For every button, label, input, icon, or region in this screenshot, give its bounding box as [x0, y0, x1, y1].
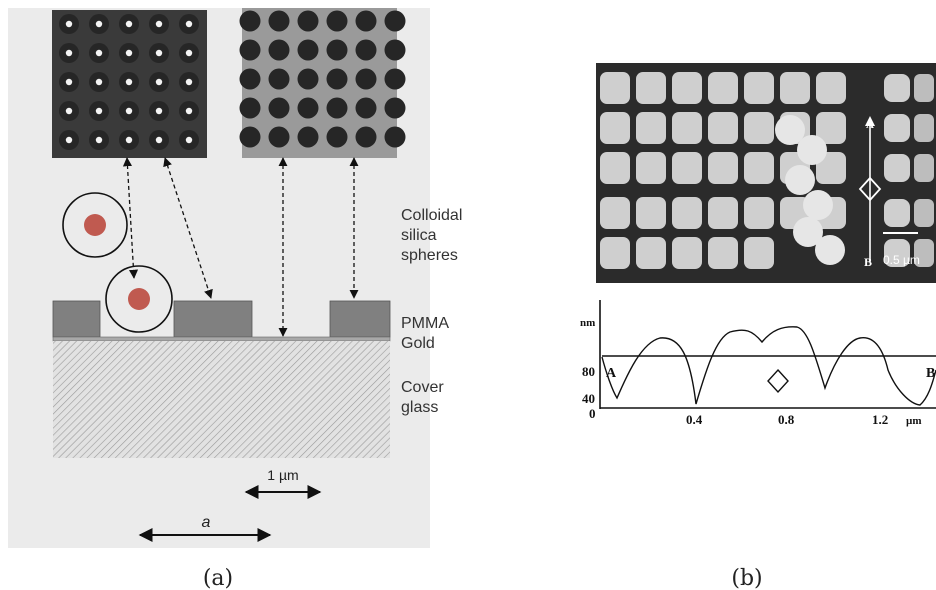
pmma-block-3: [329, 300, 391, 338]
caption-b: (b): [731, 566, 762, 590]
label-cover: Cover: [401, 379, 444, 396]
profile-y-unit: nm: [580, 317, 595, 329]
silica-sphere-2: [105, 265, 173, 333]
height-profile: nm 80 40 0 A B 0.4 0.8 1.2 µm: [580, 300, 936, 427]
profile-curve: [601, 326, 936, 406]
caption-a: (a): [203, 566, 233, 590]
pmma-block-1: [52, 300, 101, 338]
arrow-dot-to-pmma: [163, 157, 213, 299]
profile-label-a: A: [606, 366, 617, 381]
label-silica: silica: [401, 227, 437, 244]
profile-y-tick-0: 0: [589, 406, 596, 421]
sem-scale-label: 0.5 µm: [883, 253, 920, 267]
label-pmma: PMMA: [401, 315, 449, 332]
dashed-arrows: [122, 157, 359, 337]
microscopy-image-dots: [52, 10, 207, 158]
profile-x-tick-08: 0.8: [778, 412, 795, 427]
sem-label-a: A: [866, 119, 874, 131]
pmma-block-2: [173, 300, 253, 338]
profile-x-unit: µm: [906, 415, 922, 427]
profile-y-tick-40: 40: [582, 391, 595, 406]
panel-b: A B 0.5 µm nm 80 40 0 A B 0.4 0.8 1.2 µm: [580, 63, 936, 427]
sem-blocks: [600, 72, 934, 269]
sem-diamond-marker: [858, 176, 882, 202]
profile-label-b: B: [926, 366, 935, 381]
sem-image: A B 0.5 µm: [596, 63, 936, 283]
period-label: a: [202, 514, 211, 531]
panel-a: Colloidal silica spheres PMMA Gold Cover…: [8, 8, 462, 548]
microscopy-image-holes: [239, 8, 406, 158]
profile-x-tick-12: 1.2: [872, 412, 888, 427]
sem-label-b: B: [864, 255, 872, 269]
profile-diamond-marker: [767, 368, 789, 394]
arrow-dot-to-sphere: [122, 157, 139, 279]
cover-glass: [53, 341, 390, 458]
gold-layer: [52, 336, 391, 342]
label-colloidal: Colloidal: [401, 207, 462, 224]
profile-y-tick-80: 80: [582, 364, 595, 379]
label-spheres: spheres: [401, 247, 458, 264]
label-glass: glass: [401, 399, 438, 416]
sem-line-ab: [865, 116, 875, 262]
label-gold: Gold: [401, 335, 435, 352]
scale-label: 1 µm: [267, 467, 298, 483]
profile-x-tick-04: 0.4: [686, 412, 703, 427]
